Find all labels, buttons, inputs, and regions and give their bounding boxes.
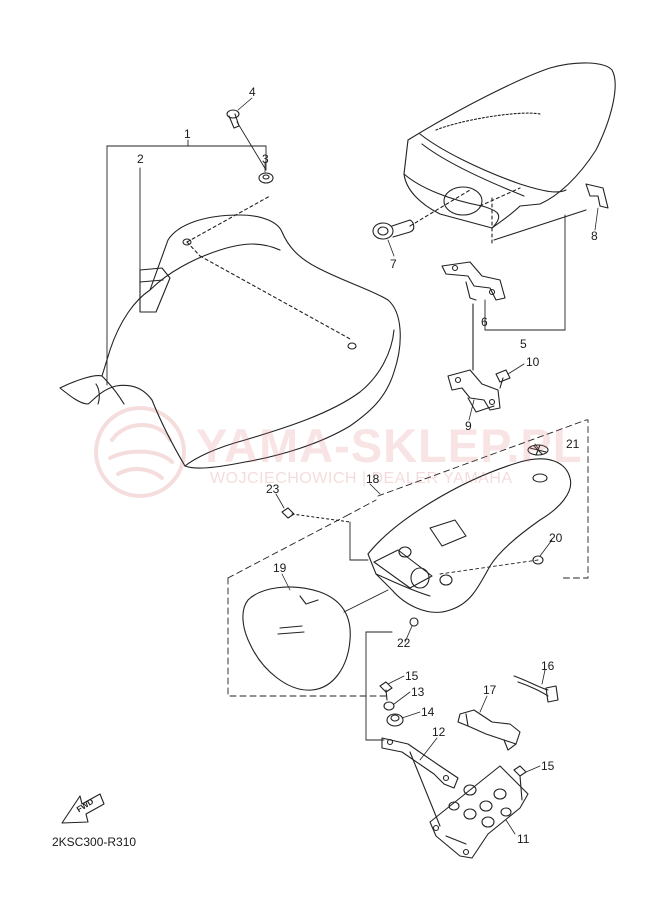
watermark-title: YAMA-SKLEP.PL <box>196 419 583 472</box>
callout-22: 22 <box>397 636 411 650</box>
clip-8 <box>493 183 609 241</box>
bolt-15b <box>513 765 527 801</box>
grommet-22 <box>409 617 419 627</box>
passenger-seat <box>403 62 616 245</box>
callout-lines-lower <box>343 589 393 741</box>
bolt-10 <box>495 369 511 389</box>
callout-7: 7 <box>390 257 397 271</box>
bolt-15 <box>379 681 393 701</box>
callout-8: 8 <box>591 229 598 243</box>
leader-lines <box>237 97 599 835</box>
bracket-12 <box>381 737 459 827</box>
band-16 <box>513 675 559 703</box>
diagram-code: 2KSC300-R310 <box>52 835 137 849</box>
bolt-4 <box>226 109 240 129</box>
callout-lines-18 <box>349 521 539 575</box>
watermark-subtitle: WOJCIECHOWICH | DEALER YAMAHA <box>210 470 513 487</box>
callout-13: 13 <box>411 685 425 699</box>
callout-6: 6 <box>481 315 488 329</box>
spacer-13 <box>383 701 395 711</box>
callout-16: 16 <box>541 659 555 673</box>
callout-1: 1 <box>184 127 191 141</box>
callout-3: 3 <box>262 152 269 166</box>
rider-seat <box>59 195 401 469</box>
callout-9: 9 <box>465 419 472 433</box>
group-box-18 <box>227 419 589 697</box>
hook-6 <box>441 261 506 371</box>
callout-17: 17 <box>483 683 497 697</box>
callout-12: 12 <box>432 725 446 739</box>
callout-4: 4 <box>249 85 256 99</box>
callout-23: 23 <box>266 482 280 496</box>
callout-15b: 15 <box>541 759 555 773</box>
grommet-20 <box>532 555 544 565</box>
callout-18: 18 <box>366 472 380 486</box>
callout-15: 15 <box>405 669 419 683</box>
callout-19: 19 <box>273 561 287 575</box>
callout-11: 11 <box>517 832 530 846</box>
callout-10: 10 <box>526 355 540 369</box>
bracket-9 <box>447 369 501 413</box>
callout-2: 2 <box>137 152 144 166</box>
plate-11 <box>429 765 529 859</box>
fwd-arrow-icon <box>61 793 105 824</box>
callout-lines-1 <box>106 121 267 386</box>
seat-cowl-19 <box>242 586 351 691</box>
bolt-23 <box>281 507 351 523</box>
lock-7 <box>372 189 471 240</box>
damper-14 <box>386 713 404 727</box>
callout-5: 5 <box>520 337 527 351</box>
bracket-17 <box>457 709 521 751</box>
callout-lines-5-6 <box>484 214 566 331</box>
callout-21: 21 <box>566 437 580 451</box>
watermark-logo <box>94 406 186 498</box>
callout-20: 20 <box>549 531 563 545</box>
rear-cover <box>367 458 572 613</box>
callout-14: 14 <box>421 705 435 719</box>
grommet-3 <box>258 172 274 184</box>
cap-21 <box>527 444 549 456</box>
